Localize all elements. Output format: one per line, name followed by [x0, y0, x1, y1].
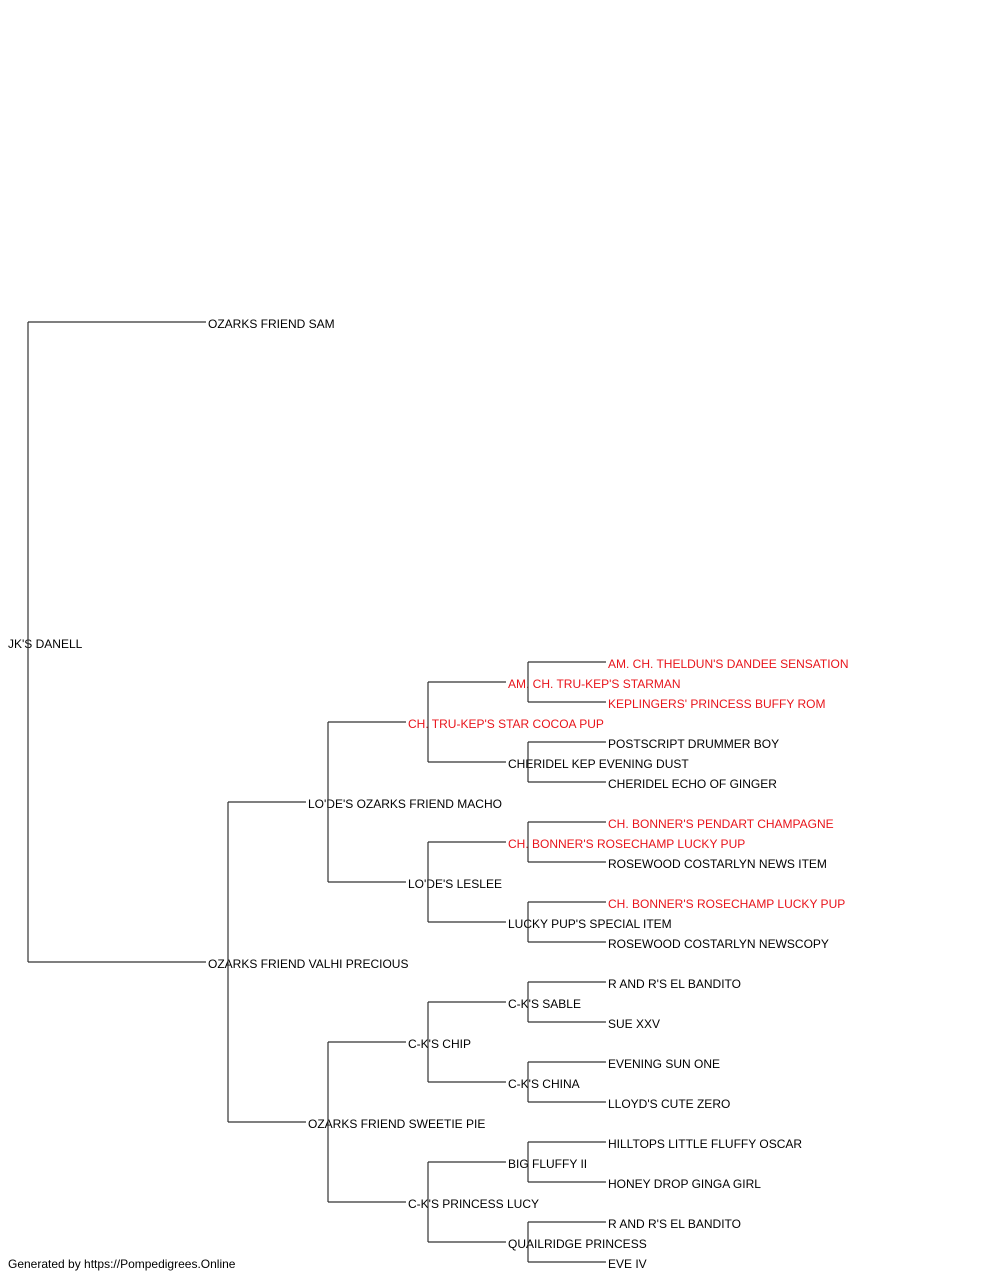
- dog-name-ddddd: EVE IV: [608, 1257, 647, 1271]
- label-backdrop: [507, 1157, 589, 1171]
- label-backdrop: [507, 1077, 581, 1091]
- dog-name-ddds: BIG FLUFFY II: [508, 1157, 587, 1171]
- dog-name-dd: OZARKS FRIEND SWEETIE PIE: [308, 1117, 485, 1131]
- dog-name-dsddd: ROSEWOOD COSTARLYN NEWSCOPY: [608, 937, 829, 951]
- dog-name-dddd: QUAILRIDGE PRINCESS: [508, 1237, 647, 1251]
- dog-name-dssss: AM. CH. THELDUN'S DANDEE SENSATION: [608, 657, 849, 671]
- dog-name-dsssd: KEPLINGERS' PRINCESS BUFFY ROM: [608, 697, 825, 711]
- dog-name-s: OZARKS FRIEND SAM: [208, 317, 335, 331]
- dog-name-dssd: CHERIDEL KEP EVENING DUST: [508, 757, 689, 771]
- dog-name-ddsds: EVENING SUN ONE: [608, 1057, 720, 1071]
- dog-name-dddds: R AND R'S EL BANDITO: [608, 1217, 741, 1231]
- label-backdrop: [507, 917, 673, 931]
- label-backdrop: [407, 717, 605, 731]
- dog-name-dsdds: CH. BONNER'S ROSECHAMP LUCKY PUP: [608, 897, 845, 911]
- generated-by-footer: Generated by https://Pompedigrees.Online: [8, 1257, 236, 1271]
- label-backdrop: [607, 697, 827, 711]
- dog-name-ddss: C-K'S SABLE: [508, 997, 581, 1011]
- label-backdrop: [607, 737, 781, 751]
- dog-name-ddsss: R AND R'S EL BANDITO: [608, 977, 741, 991]
- label-backdrop: [607, 1097, 732, 1111]
- dog-name-dddsd: HONEY DROP GINGA GIRL: [608, 1177, 761, 1191]
- label-backdrop: [307, 797, 503, 811]
- dog-name-ddd: C-K'S PRINCESS LUCY: [408, 1197, 539, 1211]
- label-backdrop: [607, 1017, 662, 1031]
- label-backdrop: [607, 1177, 763, 1191]
- label-backdrop: [507, 837, 747, 851]
- dog-name-dsss: AM. CH. TRU-KEP'S STARMAN: [508, 677, 681, 691]
- dog-name-dsdd: LUCKY PUP'S SPECIAL ITEM: [508, 917, 672, 931]
- label-backdrop: [507, 757, 691, 771]
- label-backdrop: [507, 1237, 648, 1251]
- label-backdrop: [607, 857, 828, 871]
- dog-name-dsdss: CH. BONNER'S PENDART CHAMPAGNE: [608, 817, 834, 831]
- label-backdrop: [607, 1257, 648, 1271]
- label-backdrop: [607, 977, 742, 991]
- label-backdrop: [607, 817, 835, 831]
- dog-name-d: OZARKS FRIEND VALHI PRECIOUS: [208, 957, 408, 971]
- dog-name-dss: CH. TRU-KEP'S STAR COCOA PUP: [408, 717, 604, 731]
- label-backdrop: [207, 317, 336, 331]
- dog-name-dds: C-K'S CHIP: [408, 1037, 471, 1051]
- dog-name-ddsdd: LLOYD'S CUTE ZERO: [608, 1097, 730, 1111]
- dog-name-dsdsd: ROSEWOOD COSTARLYN NEWS ITEM: [608, 857, 827, 871]
- label-backdrop: [507, 997, 582, 1011]
- label-backdrop: [607, 1057, 722, 1071]
- dog-name-ds: LO'DE'S OZARKS FRIEND MACHO: [308, 797, 502, 811]
- label-backdrop: [207, 957, 410, 971]
- dog-name-subject: JK'S DANELL: [8, 637, 83, 651]
- label-backdrop: [607, 1137, 804, 1151]
- dog-name-dssdd: CHERIDEL ECHO OF GINGER: [608, 777, 777, 791]
- label-backdrop: [607, 657, 850, 671]
- label-backdrop: [407, 1037, 472, 1051]
- dog-name-dddss: HILLTOPS LITTLE FLUFFY OSCAR: [608, 1137, 802, 1151]
- label-backdrop: [607, 1217, 742, 1231]
- dog-name-ddsd: C-K'S CHINA: [508, 1077, 580, 1091]
- dog-name-ddssd: SUE XXV: [608, 1017, 660, 1031]
- label-backdrop: [407, 1197, 540, 1211]
- label-backdrop: [607, 937, 830, 951]
- dog-name-dsds: CH. BONNER'S ROSECHAMP LUCKY PUP: [508, 837, 745, 851]
- label-backdrop: [607, 897, 847, 911]
- label-backdrop: [607, 777, 779, 791]
- label-backdrop: [407, 877, 503, 891]
- dog-name-dsd: LO'DE'S LESLEE: [408, 877, 502, 891]
- label-backdrop: [507, 677, 682, 691]
- dog-name-dssds: POSTSCRIPT DRUMMER BOY: [608, 737, 779, 751]
- label-backdrop: [7, 637, 84, 651]
- label-backdrop: [307, 1117, 487, 1131]
